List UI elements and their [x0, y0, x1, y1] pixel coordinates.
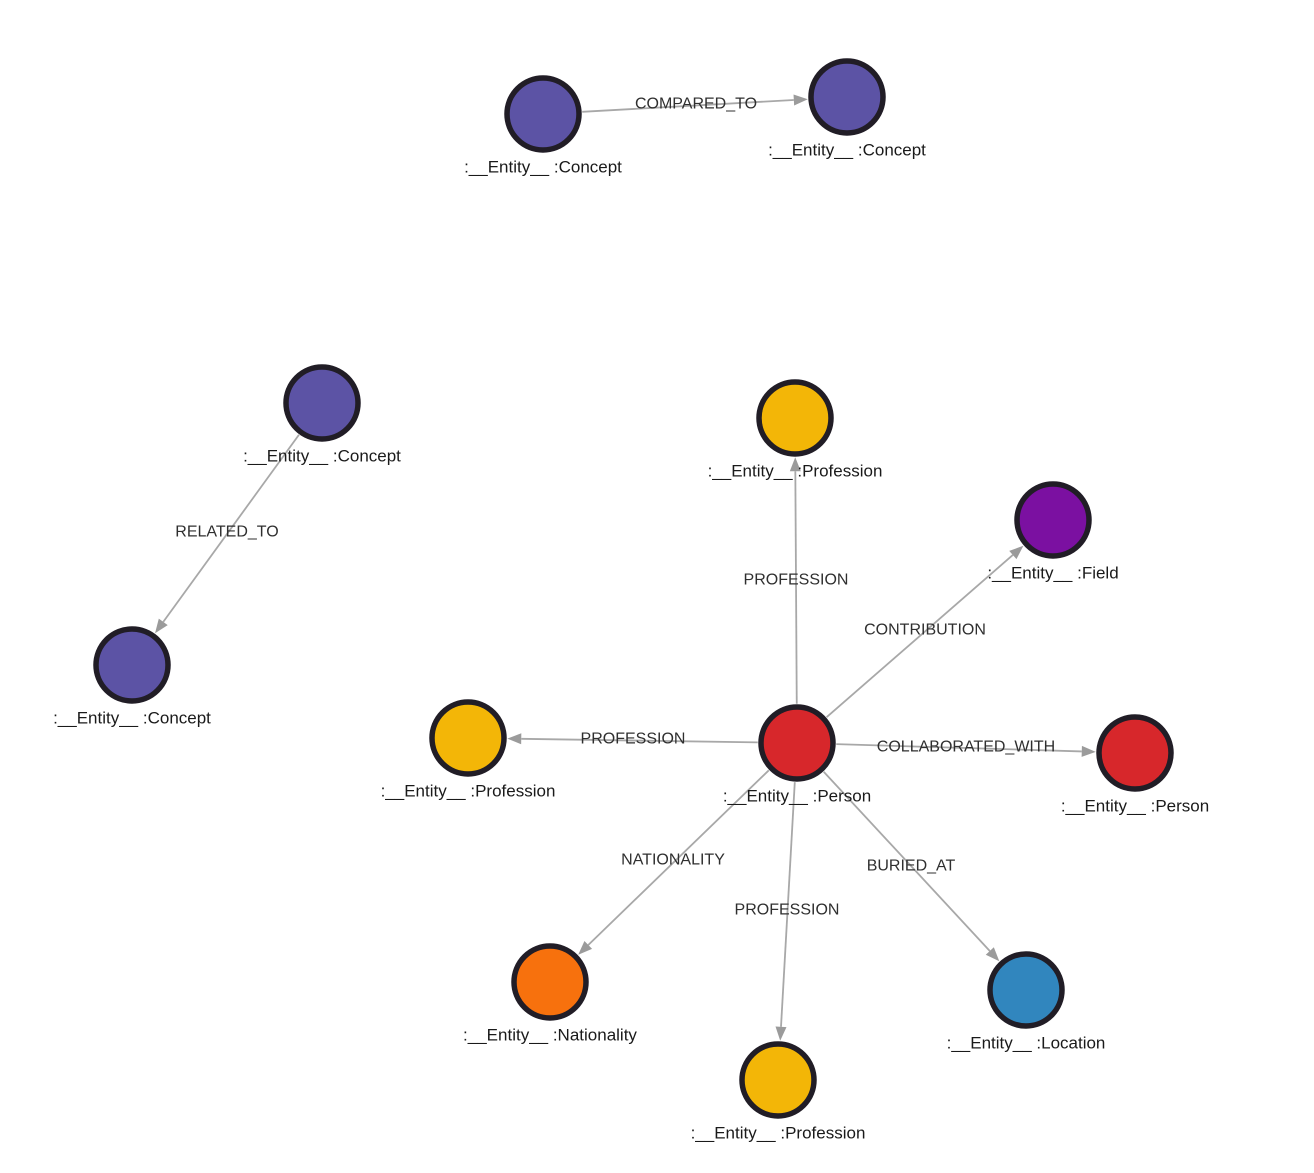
- graph-node-profession-top[interactable]: [756, 379, 834, 457]
- graph-node-person-2[interactable]: [1096, 714, 1174, 792]
- relationship-line-collaborated_with-4[interactable]: [836, 743, 1082, 753]
- node-caption-profession-bottom: :__Entity__ :Profession: [691, 1123, 866, 1142]
- relationship-line-buried_at-8[interactable]: [823, 771, 991, 952]
- relationship-label-3[interactable]: CONTRIBUTION: [864, 622, 986, 639]
- relationship-label-0[interactable]: COMPARED_TO: [635, 96, 757, 113]
- graph-node-location-1[interactable]: [987, 951, 1065, 1029]
- node-caption-concept-1: :__Entity__ :Concept: [464, 157, 622, 176]
- graph-node-nationality-1[interactable]: [511, 943, 589, 1021]
- relationship-label-2[interactable]: PROFESSION: [744, 572, 849, 589]
- relationship-line-nationality-6[interactable]: [587, 769, 770, 946]
- relationship-line-profession-7[interactable]: [780, 782, 796, 1027]
- graph-node-profession-bottom[interactable]: [739, 1041, 817, 1119]
- relationship-line-related_to-1[interactable]: [162, 434, 300, 623]
- node-caption-location-1: :__Entity__ :Location: [947, 1033, 1106, 1052]
- edge-arrowhead-icon: [789, 457, 801, 472]
- graph-node-concept-4[interactable]: [93, 626, 171, 704]
- relationship-line-profession-5[interactable]: [521, 737, 758, 744]
- graph-node-concept-3[interactable]: [283, 364, 361, 442]
- relationship-label-1[interactable]: RELATED_TO: [175, 524, 278, 541]
- graph-node-profession-left[interactable]: [429, 699, 507, 777]
- edge-arrowhead-icon: [1081, 745, 1096, 757]
- edge-arrowhead-icon: [578, 941, 593, 955]
- relationship-label-5[interactable]: PROFESSION: [581, 731, 686, 748]
- node-caption-concept-4: :__Entity__ :Concept: [53, 708, 211, 727]
- relationship-line-compared_to-0[interactable]: [582, 99, 794, 113]
- edge-arrowhead-icon: [985, 947, 1000, 962]
- edge-arrowhead-icon: [793, 94, 808, 106]
- edge-arrowhead-icon: [507, 733, 522, 745]
- node-caption-profession-left: :__Entity__ :Profession: [381, 781, 556, 800]
- edge-arrowhead-icon: [1009, 545, 1024, 560]
- relationship-label-7[interactable]: PROFESSION: [735, 902, 840, 919]
- node-caption-person-main: :__Entity__ :Person: [723, 786, 871, 805]
- node-caption-profession-top: :__Entity__ :Profession: [708, 461, 883, 480]
- relationship-line-profession-2[interactable]: [794, 471, 798, 704]
- node-caption-nationality-1: :__Entity__ :Nationality: [463, 1025, 637, 1044]
- edge-arrowhead-icon: [775, 1026, 787, 1041]
- relationship-label-8[interactable]: BURIED_AT: [867, 858, 956, 875]
- relationship-line-contribution-3[interactable]: [826, 554, 1014, 718]
- graph-node-person-main[interactable]: [758, 704, 836, 782]
- node-caption-concept-3: :__Entity__ :Concept: [243, 446, 401, 465]
- edge-arrowhead-icon: [155, 618, 168, 634]
- node-caption-person-2: :__Entity__ :Person: [1061, 796, 1209, 815]
- graph-node-concept-2[interactable]: [808, 58, 886, 136]
- relationship-label-6[interactable]: NATIONALITY: [621, 852, 725, 869]
- node-caption-field-1: :__Entity__ :Field: [987, 563, 1118, 582]
- graph-node-concept-1[interactable]: [504, 75, 582, 153]
- relationship-label-4[interactable]: COLLABORATED_WITH: [877, 739, 1055, 756]
- node-caption-concept-2: :__Entity__ :Concept: [768, 140, 926, 159]
- graph-node-field-1[interactable]: [1014, 481, 1092, 559]
